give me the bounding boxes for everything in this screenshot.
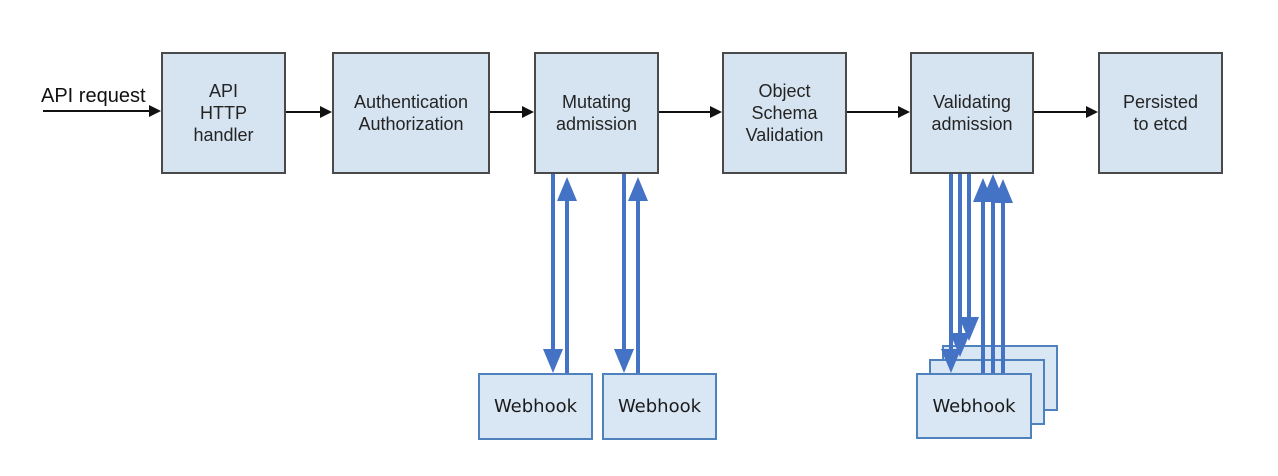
webhook-call-arrow-shaft: [949, 174, 953, 349]
flow-arrowhead-icon: [522, 106, 534, 118]
node-label-line: admission: [555, 114, 638, 134]
webhook-call-arrow-shaft: [958, 174, 962, 333]
webhook-call-arrow-shaft: [622, 174, 626, 349]
webhook-return-arrow-shaft: [1001, 202, 1005, 373]
mutating-webhook-box: Webhook: [602, 373, 717, 440]
node-label-line: Authentication: [353, 92, 469, 112]
node-object-schema-validation: Object Schema Validation: [722, 52, 847, 174]
webhook-return-arrow-shaft: [991, 197, 995, 373]
api-request-label: API request: [41, 85, 146, 107]
flow-arrowhead-icon: [898, 106, 910, 118]
flow-arrowhead-icon: [710, 106, 722, 118]
webhook-return-arrowhead-icon: [993, 179, 1013, 203]
node-mutating-admission: Mutating admission: [534, 52, 659, 174]
webhook-return-arrow-shaft: [981, 201, 985, 373]
node-label-line: Validation: [745, 125, 824, 145]
request-arrowhead-icon: [149, 105, 161, 117]
node-persisted-to-etcd: Persisted to etcd: [1098, 52, 1223, 174]
node-label-line: handler: [193, 125, 254, 145]
flow-arrow-shaft: [490, 111, 522, 113]
node-label-line: Object: [758, 81, 811, 101]
node-validating-admission: Validating admission: [910, 52, 1034, 174]
node-label-line: API: [208, 81, 238, 101]
node-label-line: Mutating: [561, 92, 632, 112]
node-label-line: HTTP: [200, 103, 247, 123]
flow-arrow-shaft: [847, 111, 898, 113]
node-api-http-handler: API HTTP handler: [161, 52, 286, 174]
node-label-line: Authorization: [358, 114, 464, 134]
mutating-webhook-box: Webhook: [478, 373, 593, 440]
webhook-label: Webhook: [617, 396, 702, 417]
webhook-return-arrowhead-icon: [628, 177, 648, 201]
webhook-call-arrow-shaft: [967, 174, 971, 317]
validating-webhook-box-front: Webhook: [916, 373, 1032, 439]
webhook-return-arrow-shaft: [636, 200, 640, 373]
node-label-line: Persisted: [1122, 92, 1199, 112]
node-label-line: Validating: [933, 92, 1011, 112]
webhook-return-arrow-shaft: [565, 200, 569, 373]
webhook-call-arrow-shaft: [551, 174, 555, 349]
flow-arrowhead-icon: [320, 106, 332, 118]
webhook-return-arrowhead-icon: [557, 177, 577, 201]
node-label-line: admission: [931, 114, 1013, 134]
request-arrow-shaft: [43, 110, 149, 112]
node-label-line: Schema: [751, 103, 818, 123]
webhook-call-arrowhead-icon: [614, 349, 634, 373]
flow-arrow-shaft: [659, 111, 710, 113]
flow-arrow-shaft: [286, 111, 320, 113]
flow-arrow-shaft: [1034, 111, 1086, 113]
node-authentication-authorization: Authentication Authorization: [332, 52, 490, 174]
webhook-label: Webhook: [493, 396, 578, 417]
flow-arrowhead-icon: [1086, 106, 1098, 118]
webhook-label: Webhook: [932, 395, 1016, 417]
webhook-call-arrowhead-icon: [543, 349, 563, 373]
webhook-call-arrowhead-icon: [959, 317, 979, 341]
node-label-line: to etcd: [1133, 114, 1188, 134]
